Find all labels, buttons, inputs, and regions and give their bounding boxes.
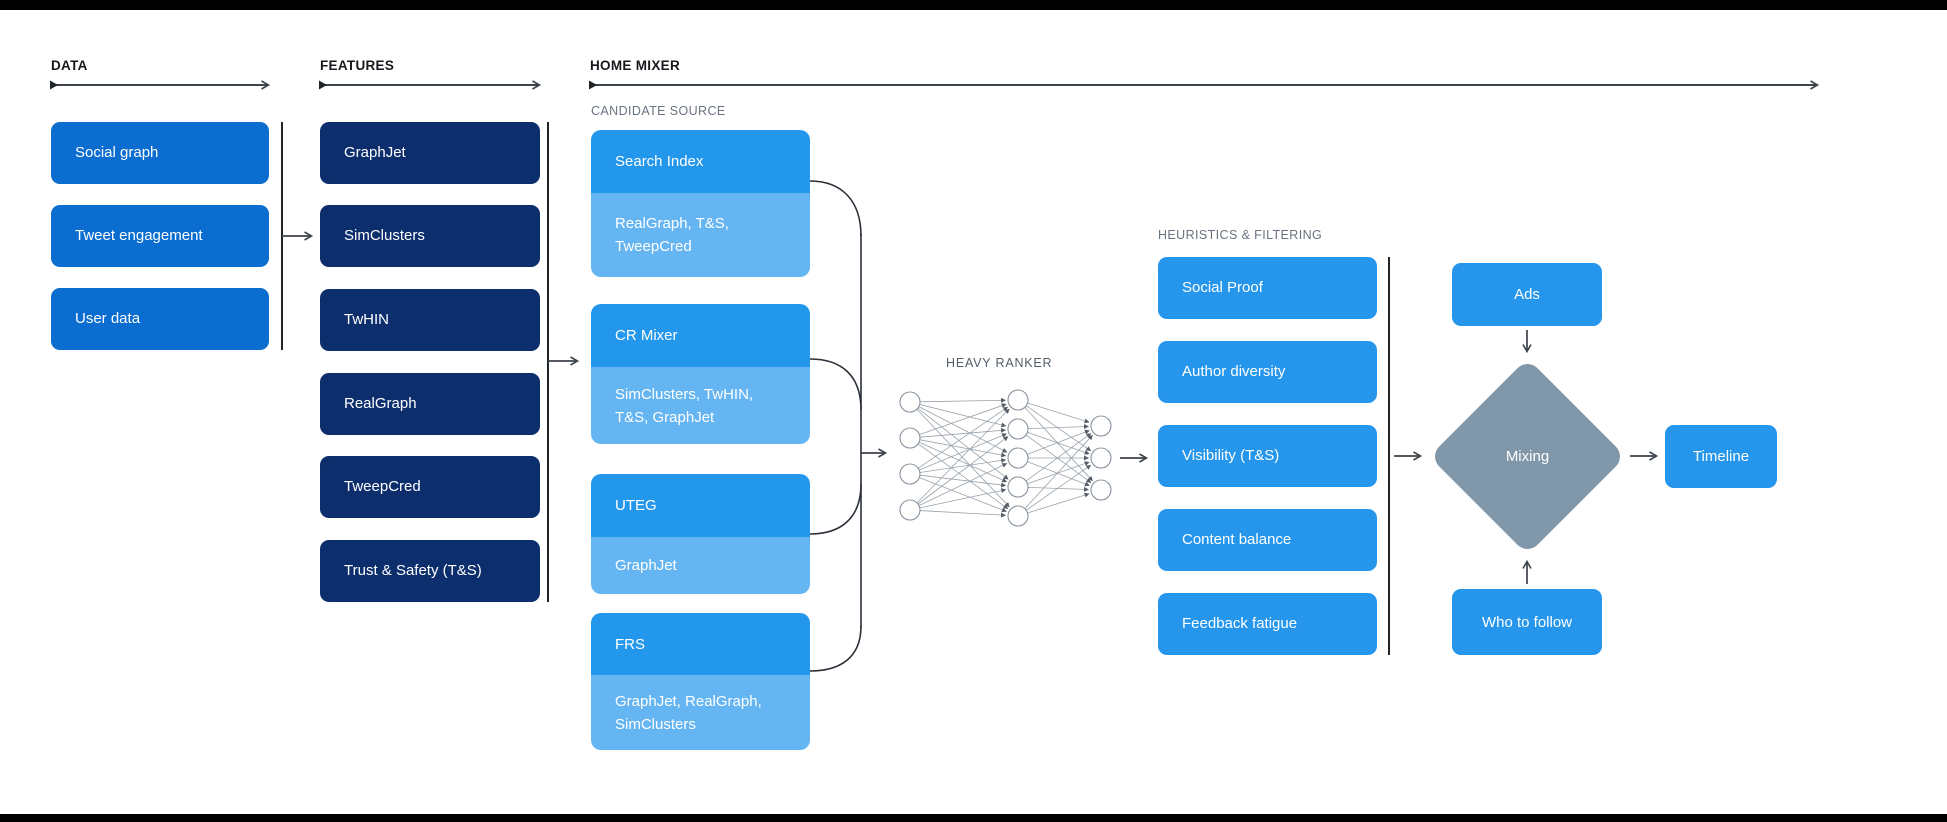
- node-label: Social graph: [75, 144, 159, 161]
- letterbox-bottom: [0, 814, 1947, 822]
- neural-network-node: [899, 499, 921, 521]
- source-features: RealGraph, T&S, TweepCred: [591, 193, 810, 277]
- mixing-label: Mixing: [1505, 448, 1550, 465]
- node-twhin: TwHIN: [320, 289, 540, 351]
- node-feedback-fatigue: Feedback fatigue: [1158, 593, 1377, 655]
- node-author-diversity: Author diversity: [1158, 341, 1377, 403]
- source-name: Search Index: [591, 130, 810, 193]
- node-tweepcred: TweepCred: [320, 456, 540, 518]
- node-content-balance: Content balance: [1158, 509, 1377, 571]
- neural-network-node: [899, 427, 921, 449]
- label-candidate-source: CANDIDATE SOURCE: [591, 104, 726, 118]
- node-cr-mixer: CR Mixer SimClusters, TwHIN, T&S, GraphJ…: [591, 304, 810, 444]
- merge-curve-frs: [809, 625, 862, 672]
- merge-curve-search-index: [809, 180, 862, 237]
- neural-network-node: [1090, 479, 1112, 501]
- section-title-features: FEATURES: [320, 58, 395, 73]
- node-timeline: Timeline: [1665, 425, 1777, 488]
- label-heavy-ranker: HEAVY RANKER: [946, 356, 1053, 370]
- node-search-index: Search Index RealGraph, T&S, TweepCred: [591, 130, 810, 277]
- node-label: Tweet engagement: [75, 227, 203, 244]
- neural-network-nodes: [899, 389, 1112, 527]
- neural-network-node: [1007, 418, 1029, 440]
- node-label: SimClusters: [344, 227, 425, 244]
- merge-curve-cr-mixer: [809, 358, 862, 411]
- source-name: UTEG: [591, 474, 810, 537]
- node-label: TweepCred: [344, 478, 421, 495]
- neural-network-node: [1007, 505, 1029, 527]
- node-label: GraphJet: [344, 144, 406, 161]
- letterbox-top: [0, 0, 1947, 10]
- node-ads: Ads: [1452, 263, 1602, 326]
- neural-network-node: [1007, 476, 1029, 498]
- node-label: Social Proof: [1182, 279, 1263, 296]
- source-features: GraphJet, RealGraph, SimClusters: [591, 675, 810, 750]
- neural-network-node: [899, 391, 921, 413]
- node-label: Author diversity: [1182, 363, 1286, 380]
- neural-network-node: [899, 463, 921, 485]
- neural-network-node: [1007, 389, 1029, 411]
- node-simclusters: SimClusters: [320, 205, 540, 267]
- node-label: User data: [75, 310, 141, 327]
- node-trust-safety: Trust & Safety (T&S): [320, 540, 540, 602]
- node-social-proof: Social Proof: [1158, 257, 1377, 319]
- source-name: CR Mixer: [591, 304, 810, 367]
- node-label: Trust & Safety (T&S): [344, 562, 482, 579]
- node-label: Feedback fatigue: [1182, 615, 1298, 632]
- section-title-home-mixer: HOME MIXER: [590, 58, 681, 73]
- node-visibility: Visibility (T&S): [1158, 425, 1377, 487]
- source-features: SimClusters, TwHIN, T&S, GraphJet: [591, 367, 810, 444]
- node-label: Visibility (T&S): [1182, 447, 1280, 464]
- node-realgraph: RealGraph: [320, 373, 540, 435]
- node-social-graph: Social graph: [51, 122, 269, 184]
- node-tweet-engagement: Tweet engagement: [51, 205, 269, 267]
- node-user-data: User data: [51, 288, 269, 350]
- node-label: Content balance: [1182, 531, 1292, 548]
- node-who-to-follow: Who to follow: [1452, 589, 1602, 655]
- neural-network-node: [1007, 447, 1029, 469]
- merge-curve-uteg: [809, 483, 862, 535]
- neural-network-node: [1090, 447, 1112, 469]
- neural-network-edges: [916, 397, 1093, 518]
- neural-network-node: [1090, 415, 1112, 437]
- source-features: GraphJet: [591, 537, 810, 594]
- node-graphjet: GraphJet: [320, 122, 540, 184]
- node-label: RealGraph: [344, 395, 417, 412]
- source-name: FRS: [591, 613, 810, 675]
- node-uteg: UTEG GraphJet: [591, 474, 810, 594]
- node-label: TwHIN: [344, 311, 389, 328]
- label-heuristics-filtering: HEURISTICS & FILTERING: [1158, 228, 1323, 242]
- node-frs: FRS GraphJet, RealGraph, SimClusters: [591, 613, 810, 750]
- section-title-data: DATA: [51, 58, 88, 73]
